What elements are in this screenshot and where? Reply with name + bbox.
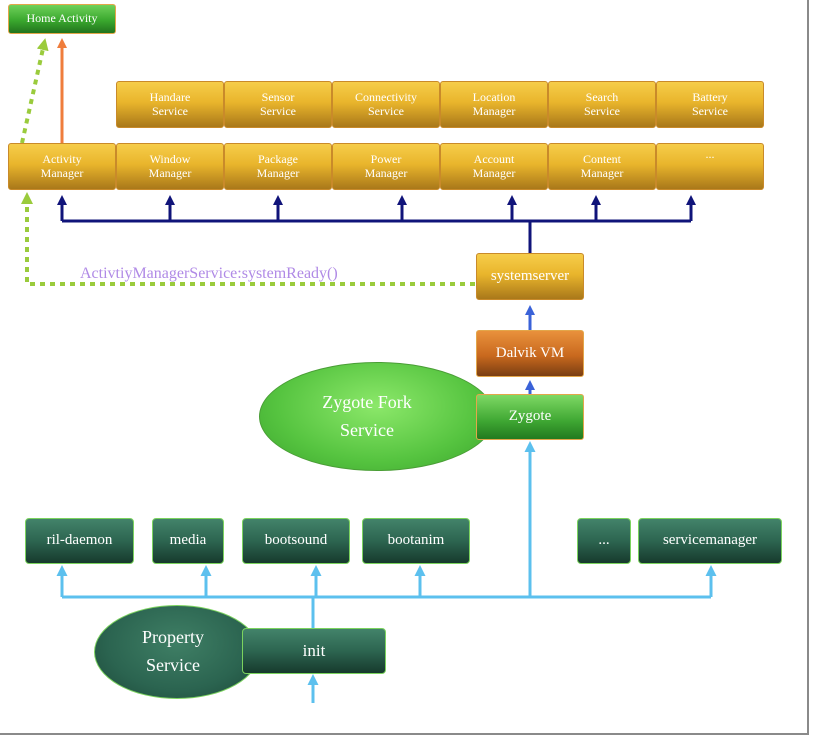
more-services-node: ... <box>656 143 764 190</box>
window-manager-node: Window Manager <box>116 143 224 190</box>
sensor-service-node: Sensor Service <box>224 81 332 128</box>
zygote-node: Zygote <box>476 394 584 440</box>
account-manager-node: Account Manager <box>440 143 548 190</box>
activity-manager-node: Activity Manager <box>8 143 116 190</box>
ril-daemon-node: ril-daemon <box>25 518 134 564</box>
init-fanout <box>56 441 717 703</box>
bootanim-node: bootanim <box>362 518 470 564</box>
more-daemons-node: ... <box>577 518 631 564</box>
system-ready-label: ActivtiyManagerService:systemReady() <box>80 265 338 282</box>
home-activity-node: Home Activity <box>8 4 116 34</box>
systemserver-node: systemserver <box>476 253 584 300</box>
property-service-ellipse: Property Service <box>94 605 260 699</box>
zygote-fork-service-ellipse: Zygote Fork Service <box>259 362 495 471</box>
bootsound-node: bootsound <box>242 518 350 564</box>
search-service-node: Search Service <box>548 81 656 128</box>
systemserver-fanout <box>57 195 696 253</box>
dalvik-vm-node: Dalvik VM <box>476 330 584 377</box>
connectivity-service-node: Connectivity Service <box>332 81 440 128</box>
init-node: init <box>242 628 386 674</box>
power-manager-node: Power Manager <box>332 143 440 190</box>
servicemanager-node: servicemanager <box>638 518 782 564</box>
package-manager-node: Package Manager <box>224 143 332 190</box>
media-node: media <box>152 518 224 564</box>
hardware-service-node: Handare Service <box>116 81 224 128</box>
location-manager-node: Location Manager <box>440 81 548 128</box>
home-activity-dotted-arrow <box>20 38 49 144</box>
battery-service-node: Battery Service <box>656 81 764 128</box>
content-manager-node: Content Manager <box>548 143 656 190</box>
